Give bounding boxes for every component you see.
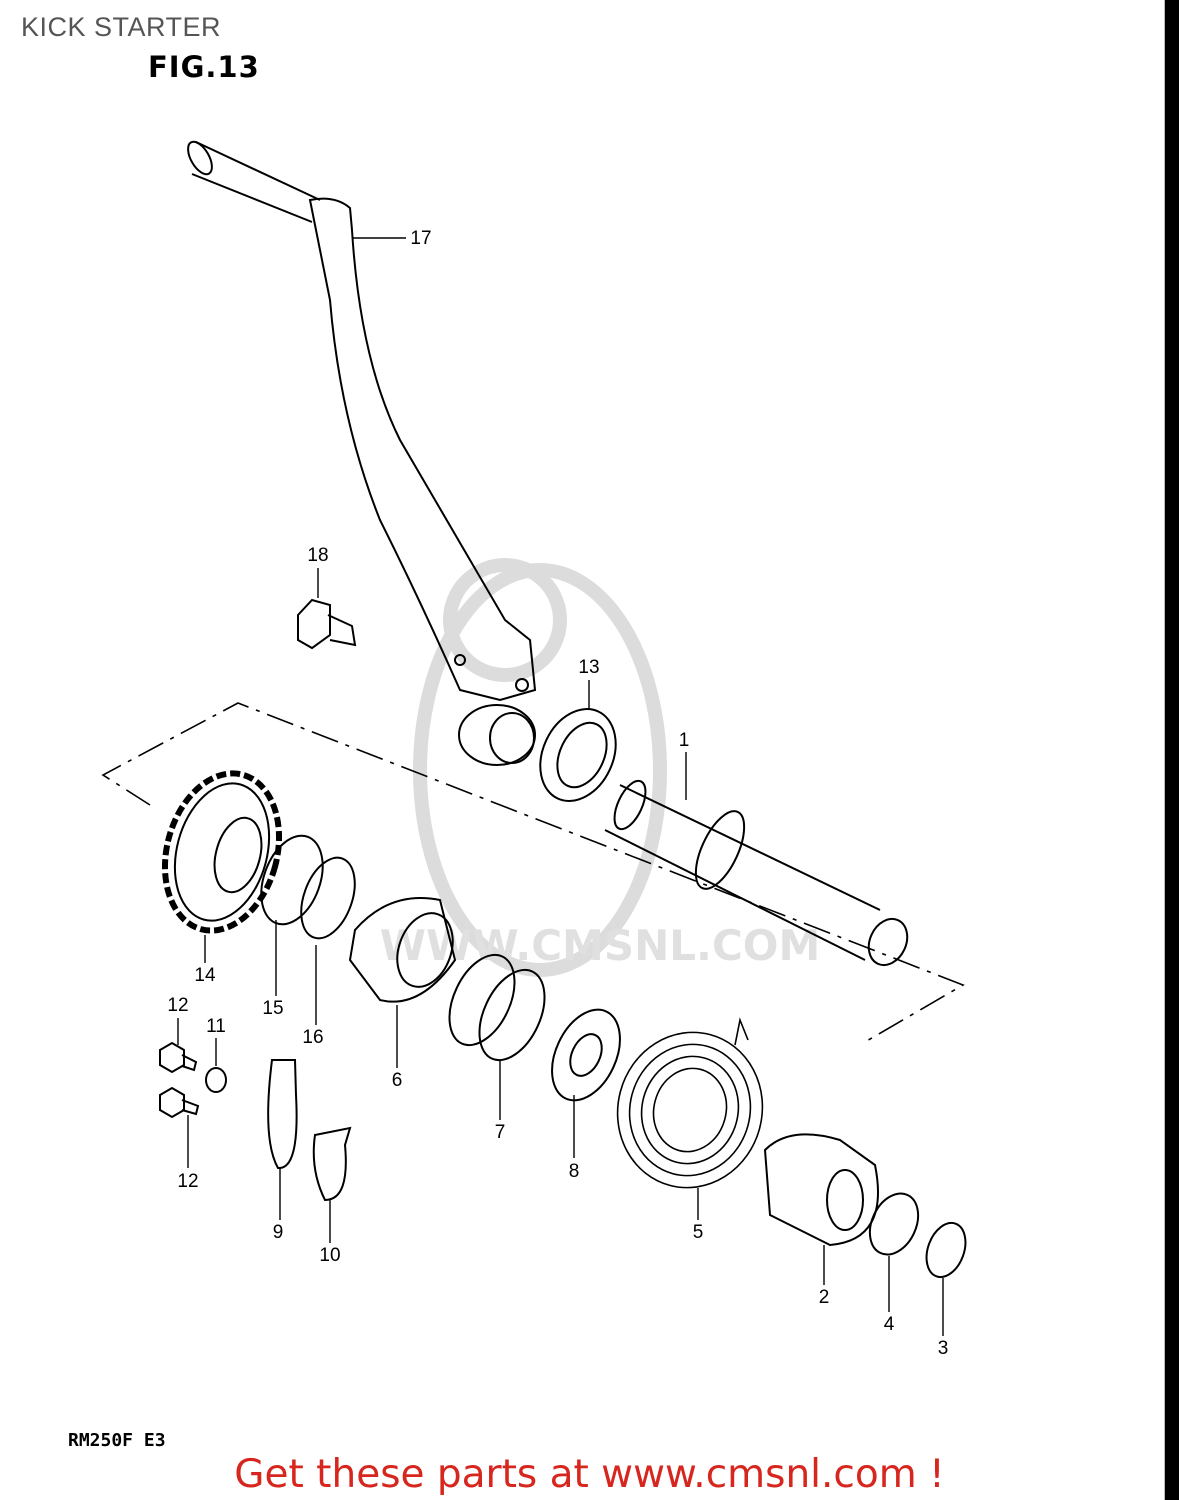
callout-9: 9 xyxy=(272,1222,284,1243)
callout-7: 7 xyxy=(494,1122,506,1143)
callout-5: 5 xyxy=(692,1222,704,1243)
washer-4 xyxy=(868,1192,920,1256)
kick-shaft-1 xyxy=(604,779,909,967)
spring-holder-2 xyxy=(763,1133,879,1247)
kick-lever xyxy=(187,140,537,766)
kick-spring-5 xyxy=(616,1017,764,1189)
plate-9 xyxy=(267,1059,298,1169)
callout-12-top: 12 xyxy=(167,995,189,1016)
right-border xyxy=(1164,0,1179,1500)
guide-6 xyxy=(348,897,457,1003)
callout-3: 3 xyxy=(937,1338,949,1359)
washer-11 xyxy=(205,1067,227,1093)
callout-10: 10 xyxy=(319,1245,341,1266)
washer-8 xyxy=(551,1008,621,1102)
callout-11: 11 xyxy=(206,1016,226,1037)
callout-6: 6 xyxy=(391,1070,403,1091)
callout-16: 16 xyxy=(302,1027,324,1048)
callout-15: 15 xyxy=(262,998,284,1019)
callout-12-bottom: 12 xyxy=(177,1171,199,1192)
circlip-16 xyxy=(300,856,356,940)
assembly-outline xyxy=(101,702,965,1043)
callout-4: 4 xyxy=(883,1314,895,1335)
spring-7 xyxy=(448,953,546,1062)
model-code: RM250F E3 xyxy=(68,1430,166,1451)
callout-2: 2 xyxy=(818,1287,830,1308)
callout-17: 17 xyxy=(410,228,432,249)
plate-10 xyxy=(312,1126,352,1202)
washer-15 xyxy=(260,834,324,926)
figure-number: FIG.13 xyxy=(148,50,260,84)
watermark-text: WWW.CMSNL.COM xyxy=(380,921,821,970)
callout-14: 14 xyxy=(194,965,216,986)
callout-1: 1 xyxy=(678,730,690,751)
circlip-3 xyxy=(925,1221,967,1279)
page-title: KICK STARTER xyxy=(21,12,222,42)
bolt-18 xyxy=(297,598,357,650)
bolts-12 xyxy=(159,1041,200,1119)
kick-gear-14 xyxy=(161,770,283,934)
callout-13: 13 xyxy=(578,657,600,678)
callout-18: 18 xyxy=(307,545,329,566)
leader-lines xyxy=(177,237,944,1336)
oil-seal-13 xyxy=(539,708,617,802)
promo-link[interactable]: Get these parts at www.cmsnl.com ! xyxy=(234,1452,945,1497)
callout-8: 8 xyxy=(568,1161,580,1182)
